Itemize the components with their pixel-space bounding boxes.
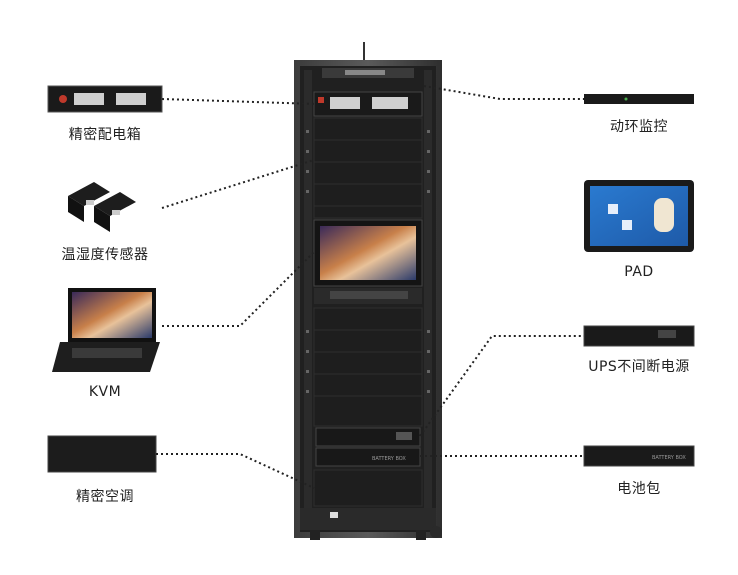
kvm-image: [52, 288, 160, 372]
pad-image: [584, 180, 694, 252]
server-rack: BATTERY BOX: [294, 42, 442, 540]
pdu-image: [47, 85, 163, 113]
battery-image: BATTERY BOX: [583, 445, 695, 467]
leader-ac: [156, 453, 315, 489]
leader-kvm: [162, 251, 315, 327]
leader-ups: [419, 335, 584, 437]
label-env-monitor: 动环监控: [610, 119, 668, 135]
sensor-image: [68, 182, 136, 232]
label-ups: UPS不间断电源: [588, 359, 690, 375]
label-pad: PAD: [624, 264, 654, 280]
label-sensor: 温湿度传感器: [61, 247, 149, 263]
env-monitor-image: [584, 94, 694, 104]
rack-battery-text: BATTERY BOX: [372, 456, 406, 462]
ac-image: [47, 435, 157, 473]
leader-pdu: [161, 98, 317, 105]
label-ac: 精密空调: [76, 489, 134, 505]
battery-device-text: BATTERY BOX: [652, 455, 686, 461]
ups-image: [583, 325, 695, 347]
label-kvm: KVM: [88, 384, 122, 400]
label-battery: 电池包: [617, 481, 661, 497]
leader-sensor: [161, 159, 315, 209]
label-pdu: 精密配电箱: [68, 127, 142, 143]
leader-env: [423, 85, 584, 100]
